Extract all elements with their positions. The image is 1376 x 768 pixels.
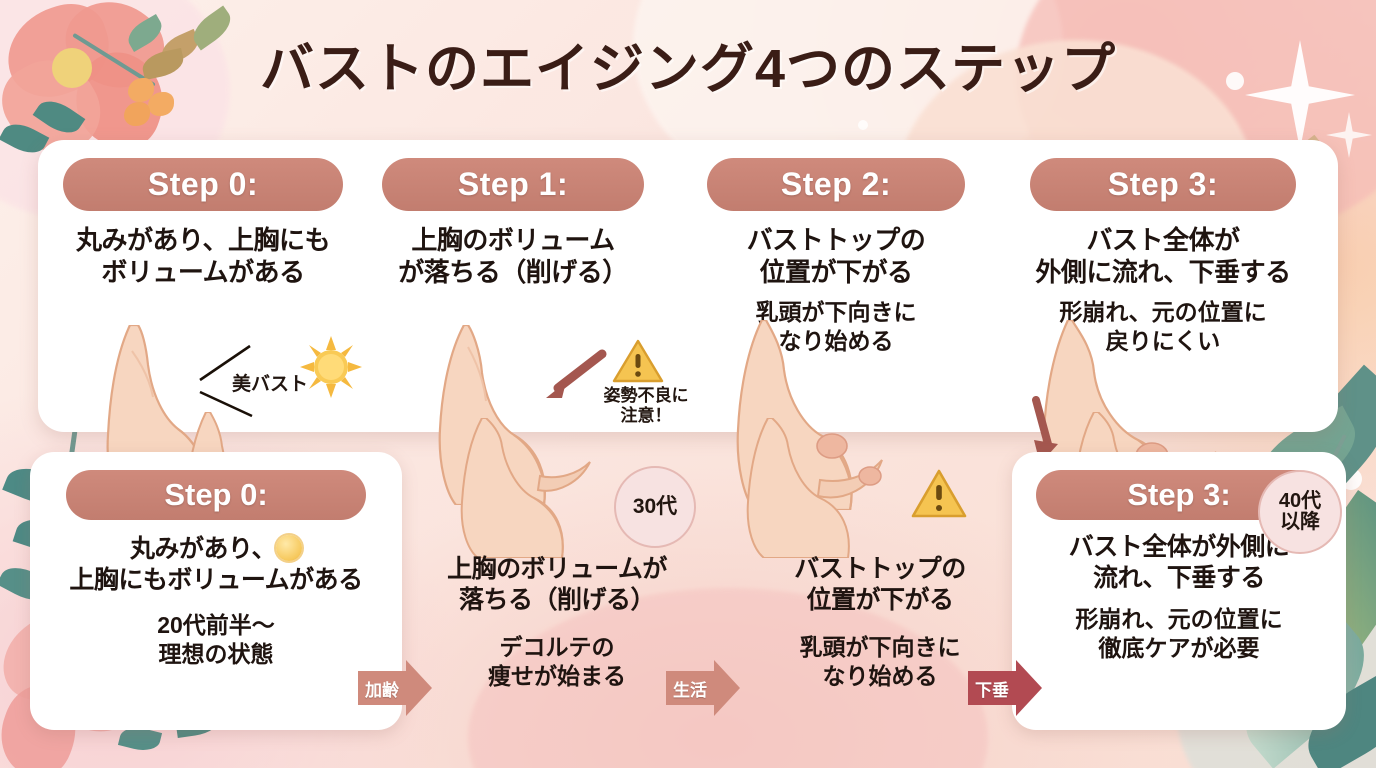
step-1-annotation-label: 姿勢不良に 注意！ bbox=[603, 386, 689, 426]
top-steps-panel: Step 0: 丸みがあり、上胸にも ボリュームがある Step 1: 上胸のボ… bbox=[38, 140, 1338, 432]
bottom-step-1-heading: 上胸のボリュームが 落ちる（削げる） bbox=[447, 555, 667, 614]
age-badge-30s: 30代 bbox=[614, 466, 696, 548]
bottom-step-0-heading-line1: 丸みがあり、 bbox=[69, 534, 362, 565]
flow-arrow-aging: 加齢 bbox=[358, 660, 432, 716]
flow-arrow-lifestyle-label: 生活 bbox=[666, 671, 714, 705]
bottom-step-3-subtext: 形崩れ、元の位置に 徹底ケアが必要 bbox=[1075, 606, 1283, 661]
top-step-3-heading: バスト全体が 外側に流れ、下垂する bbox=[1035, 225, 1291, 287]
bottom-step-0-subtext: 20代前半〜 理想の状態 bbox=[157, 612, 275, 667]
bottom-step-3-heading: バスト全体が外側に 流れ、下垂する bbox=[1068, 533, 1290, 592]
flower-petal bbox=[148, 92, 174, 116]
top-step-1: Step 1: 上胸のボリューム が落ちる（削げる） bbox=[354, 140, 672, 432]
page-title: バストのエイジング4つのステップ bbox=[259, 39, 1117, 99]
bottom-step-0-heading-line2: 上胸にもボリュームがある bbox=[69, 565, 363, 594]
step-pill-0: Step 0: bbox=[63, 158, 343, 211]
step-0-annotation-label: 美バスト bbox=[232, 374, 309, 395]
top-step-1-heading: 上胸のボリューム が落ちる（削げる） bbox=[398, 225, 628, 287]
bottom-step-0-heading-text1: 丸みがあり、 bbox=[129, 535, 277, 563]
step-pill-2: Step 2: bbox=[707, 158, 965, 211]
age-badge-40s: 40代 以降 bbox=[1258, 470, 1342, 554]
bottom-step-pill-0: Step 0: bbox=[66, 470, 366, 520]
sun-icon bbox=[300, 336, 362, 398]
bottom-step-1-subtext: デコルテの 痩せが始まる bbox=[488, 634, 626, 689]
flow-arrow-lifestyle-tip bbox=[714, 660, 740, 716]
warning-icon bbox=[612, 338, 664, 389]
top-step-2-heading: バストトップの 位置が下がる bbox=[746, 225, 926, 287]
flow-arrow-lifestyle: 生活 bbox=[666, 660, 740, 716]
step-pill-1: Step 1: bbox=[382, 158, 644, 211]
bottom-card-step-0: Step 0: 丸みがあり、 上胸にもボリュームがある 20代前半〜 理想の状態 bbox=[30, 452, 402, 730]
decorative-dot bbox=[1226, 72, 1244, 90]
bottom-step-2-subtext: 乳頭が下向きに なり始める bbox=[799, 634, 961, 689]
step-1-pointer-arrow bbox=[546, 349, 607, 398]
flow-arrow-sagging-tip bbox=[1016, 660, 1042, 716]
flow-arrow-sagging: 下垂 bbox=[968, 660, 1042, 716]
flow-arrow-aging-tip bbox=[406, 660, 432, 716]
flow-arrow-sagging-label: 下垂 bbox=[968, 671, 1016, 705]
top-step-2: Step 2: バストトップの 位置が下がる 乳頭が下向きに なり始める bbox=[686, 140, 986, 432]
top-step-3-subtext: 形崩れ、元の位置に 戻りにくい bbox=[1059, 299, 1267, 355]
bottom-step-0-heading: 丸みがあり、 上胸にもボリュームがある bbox=[69, 534, 363, 595]
bottom-card-step-1: 上胸のボリュームが 落ちる（削げる） デコルテの 痩せが始まる bbox=[396, 530, 718, 730]
top-step-0-heading: 丸みがあり、上胸にも ボリュームがある bbox=[76, 225, 330, 287]
top-step-2-subtext: 乳頭が下向きに なり始める bbox=[755, 299, 917, 355]
decorative-dot bbox=[858, 120, 868, 130]
step-pill-3: Step 3: bbox=[1030, 158, 1296, 211]
flower-center bbox=[52, 48, 92, 88]
bottom-step-2-heading: バストトップの 位置が下がる bbox=[794, 555, 966, 614]
bottom-card-step-2: バストトップの 位置が下がる 乳頭が下向きに なり始める bbox=[730, 530, 1030, 730]
sun-icon-inline bbox=[276, 535, 302, 561]
warning-icon-secondary bbox=[910, 468, 968, 525]
flow-arrow-aging-label: 加齢 bbox=[358, 671, 406, 705]
flower-petal bbox=[124, 102, 150, 126]
top-step-0: Step 0: 丸みがあり、上胸にも ボリュームがある bbox=[38, 140, 368, 432]
top-step-3: Step 3: バスト全体が 外側に流れ、下垂する 形崩れ、元の位置に 戻りにく… bbox=[990, 140, 1336, 432]
